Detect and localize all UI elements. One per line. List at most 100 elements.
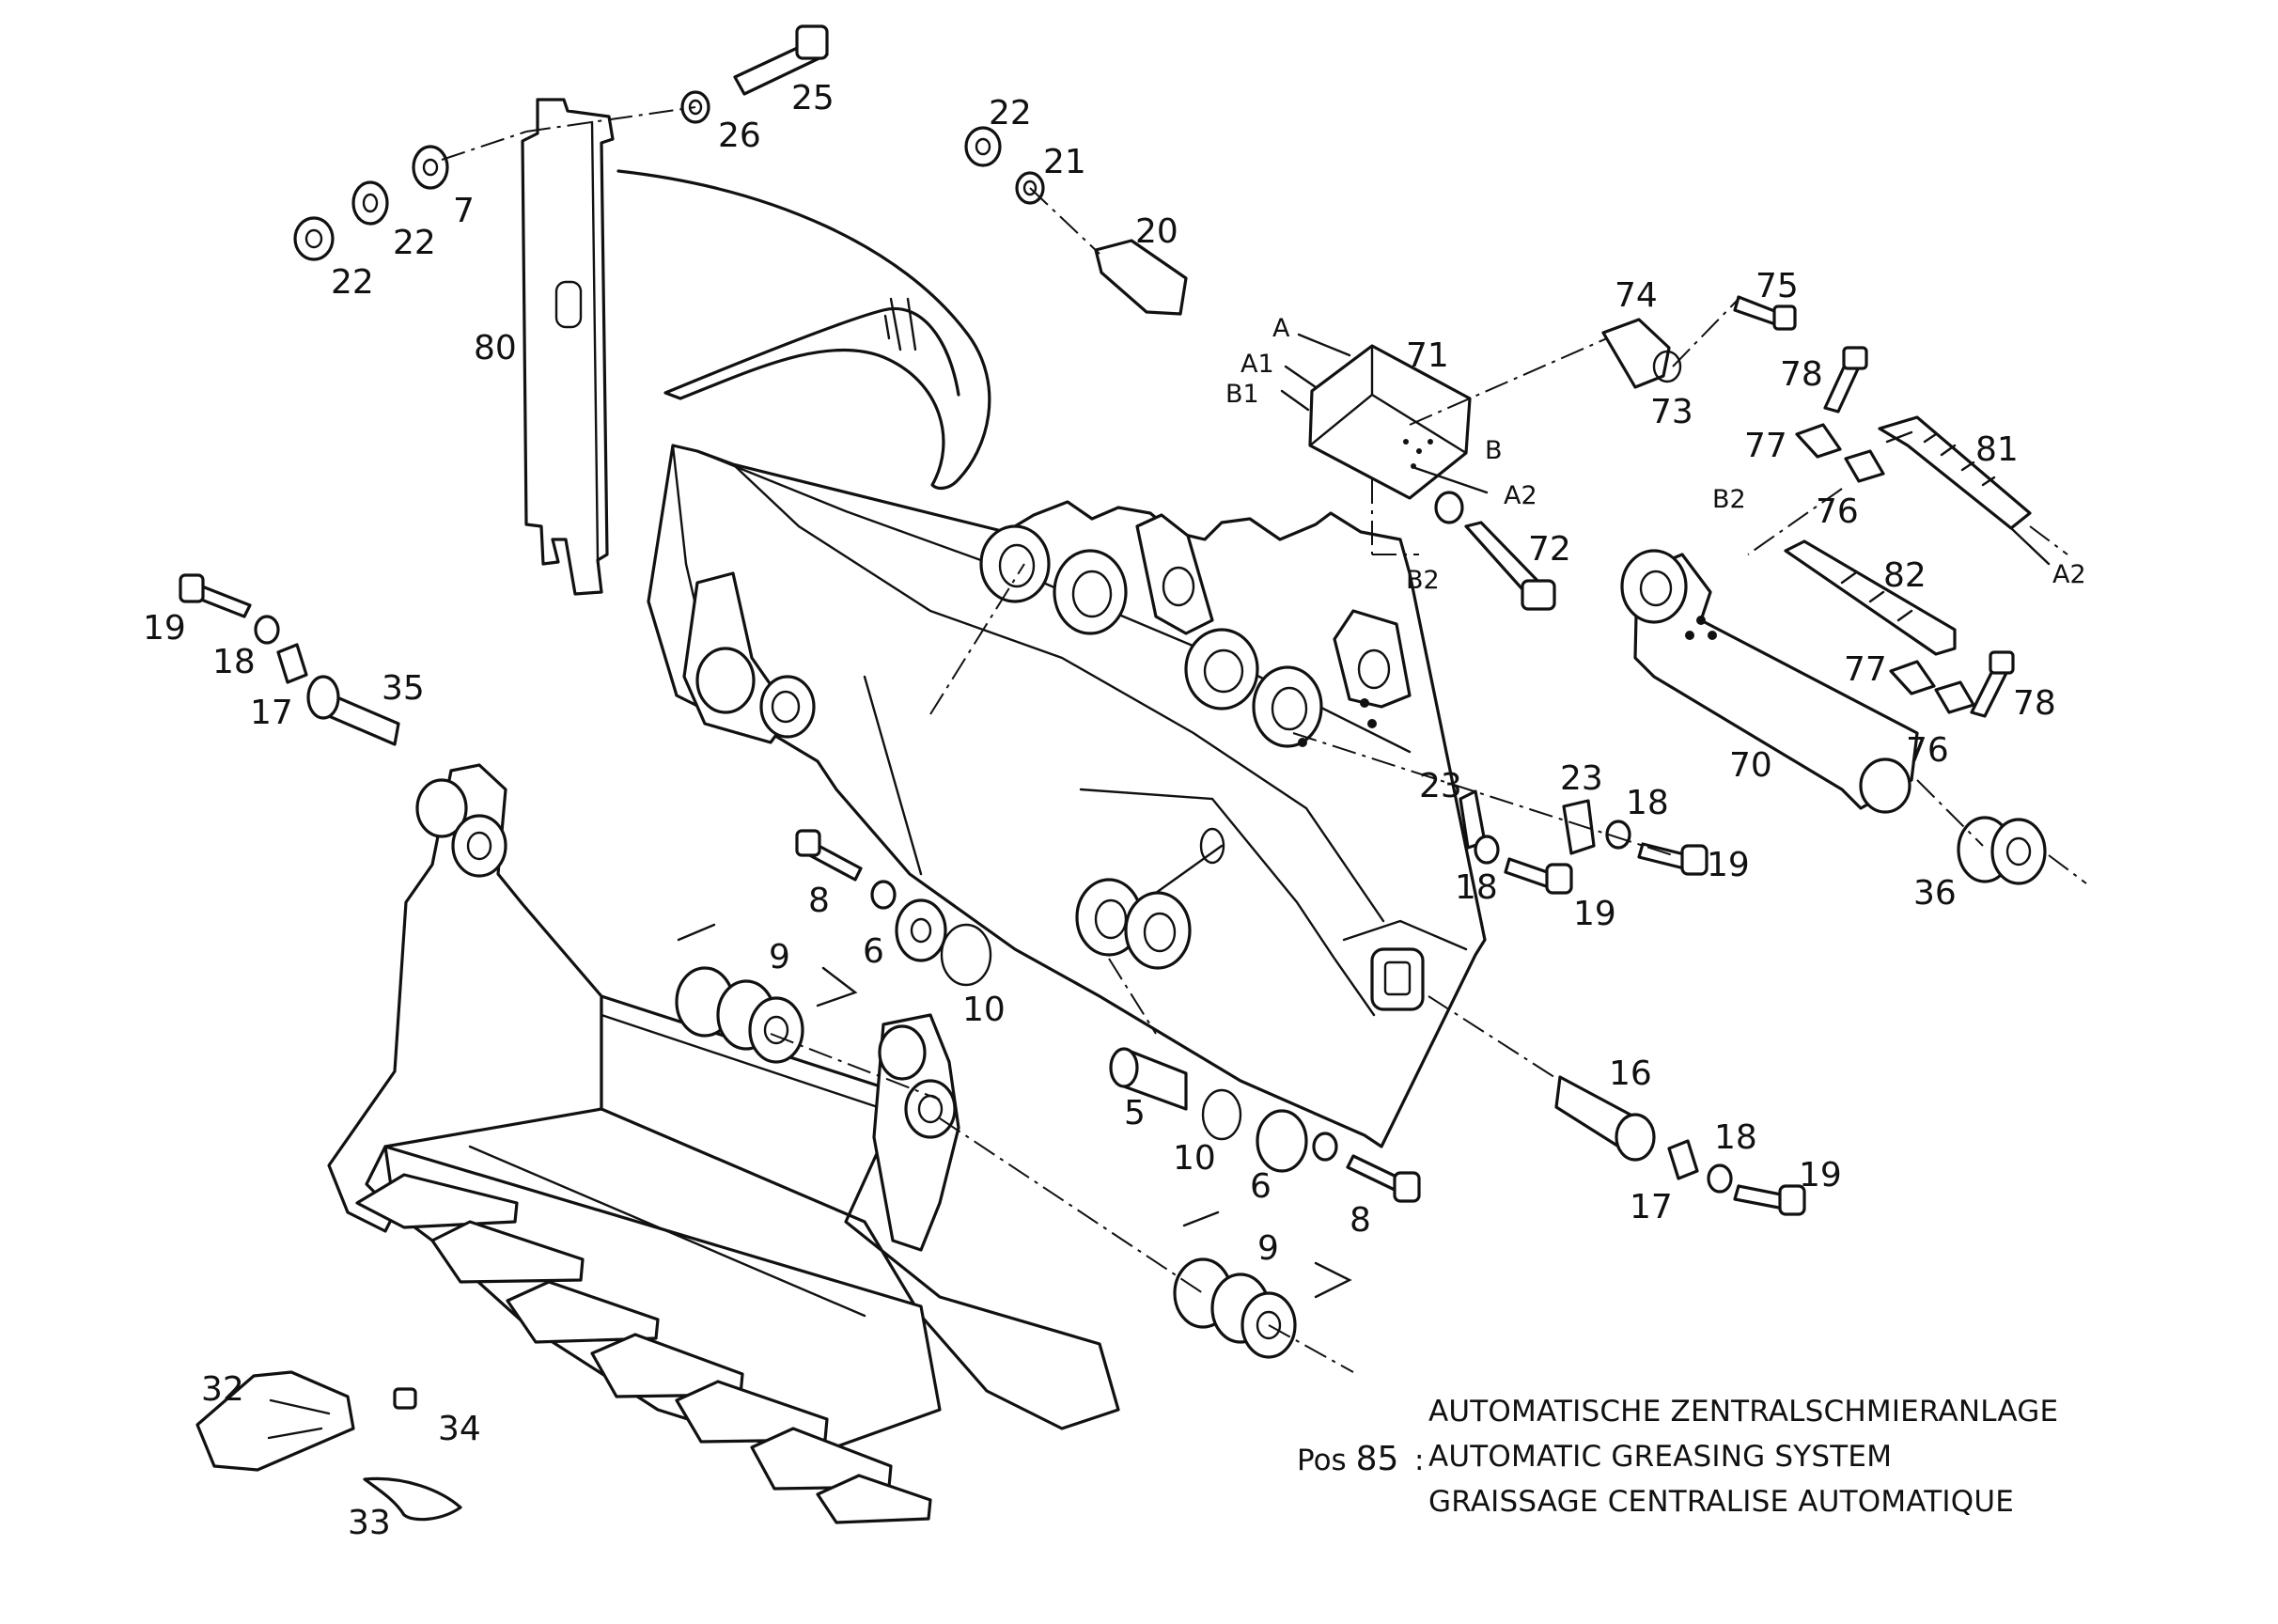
pin-35 — [306, 675, 400, 746]
callout-22: 22 — [989, 94, 1032, 133]
callout-35: 35 — [382, 669, 425, 708]
port-label-a2: A2 — [2052, 560, 2086, 589]
oring-10-lower — [1201, 1088, 1242, 1141]
bolt-25 — [733, 24, 829, 96]
callout-81: 81 — [1975, 430, 2019, 469]
callout-19: 19 — [1799, 1156, 1842, 1195]
bolt-8-lower — [1346, 1154, 1421, 1203]
callout-7: 7 — [453, 192, 475, 230]
position-prefix: Pos — [1297, 1444, 1347, 1477]
callout-21: 21 — [1043, 143, 1086, 181]
position-number: 85 — [1355, 1440, 1399, 1478]
tooth-32 — [195, 1370, 355, 1472]
port-leaders — [1280, 333, 2051, 566]
callout-17: 17 — [250, 694, 293, 732]
callout-6: 6 — [1250, 1167, 1272, 1206]
position-label: Pos 85 — [1297, 1440, 1398, 1478]
callout-32: 32 — [201, 1370, 244, 1409]
port-label-b1: B1 — [1225, 380, 1259, 409]
lock-17-right — [1667, 1139, 1699, 1180]
bushing-9-lower — [1173, 1257, 1297, 1359]
callout-8: 8 — [808, 882, 830, 920]
callout-22: 22 — [331, 263, 374, 302]
callout-16: 16 — [1609, 1054, 1652, 1093]
port-label-b: B — [1485, 436, 1503, 465]
cap-36 — [1957, 816, 2047, 885]
callout-77: 77 — [1744, 427, 1787, 465]
callout-78: 78 — [1780, 355, 1823, 394]
bushing-9-brackets — [677, 923, 1352, 1299]
callout-23: 23 — [1419, 767, 1462, 805]
bolt-72 — [1434, 491, 1556, 611]
clamp-77-upper — [1795, 423, 1885, 483]
nut-22-lower — [293, 216, 335, 261]
callout-80: 80 — [474, 329, 517, 367]
callout-19: 19 — [143, 609, 186, 648]
lock-23-right — [1562, 799, 1596, 855]
callout-18: 18 — [1714, 1118, 1757, 1157]
callout-8: 8 — [1350, 1201, 1371, 1240]
callout-70: 70 — [1729, 746, 1772, 785]
callout-22: 22 — [393, 224, 436, 262]
bolt-19-mid — [1504, 842, 1708, 895]
callout-34: 34 — [438, 1410, 481, 1448]
callout-17: 17 — [1630, 1188, 1673, 1226]
callout-72: 72 — [1528, 530, 1571, 569]
washer-18-left — [254, 615, 280, 645]
callout-19: 19 — [1573, 895, 1616, 933]
cylinder-70 — [1620, 549, 1919, 814]
legend-line-english: AUTOMATIC GREASING SYSTEM — [1428, 1440, 1893, 1474]
callout-77: 77 — [1844, 650, 1887, 689]
callout-82: 82 — [1883, 556, 1927, 595]
legend-line-german: AUTOMATISCHE ZENTRALSCHMIERANLAGE — [1428, 1395, 2059, 1429]
nut-22-top — [964, 126, 1002, 167]
bracket-74 — [1601, 318, 1671, 389]
clamp-77-lower — [1889, 660, 1975, 714]
callout-78: 78 — [2013, 684, 2056, 723]
port-label-a1: A1 — [1240, 350, 1274, 379]
hose-82 — [1784, 539, 1957, 656]
flange-6-upper — [895, 898, 947, 962]
bolt-8-upper — [795, 829, 897, 910]
oring-73 — [1652, 350, 1682, 383]
clamp-20 — [1094, 239, 1188, 316]
bolt-75 — [1733, 295, 1797, 331]
callout-76: 76 — [1816, 492, 1859, 531]
curved-shank — [616, 169, 991, 491]
port-label-a: A — [1272, 314, 1290, 343]
callout-10: 10 — [962, 991, 1006, 1029]
port-label-b2: B2 — [1712, 485, 1746, 514]
bolt-78-upper — [1823, 346, 1868, 414]
callout-25: 25 — [791, 79, 835, 117]
assembly-lines — [441, 106, 2087, 1373]
callout-18: 18 — [1455, 868, 1498, 907]
bucket — [327, 763, 1120, 1524]
hose-81 — [1878, 415, 2032, 530]
callout-9: 9 — [1257, 1229, 1279, 1268]
pin-34 — [393, 1387, 417, 1410]
callout-23: 23 — [1560, 759, 1603, 798]
legend-line-french: GRAISSAGE CENTRALISE AUTOMATIQUE — [1428, 1485, 2015, 1519]
callout-18: 18 — [212, 643, 256, 681]
lock-17-left — [276, 643, 308, 684]
bolt-78-lower — [1970, 650, 2015, 718]
callout-18: 18 — [1626, 784, 1669, 822]
callout-75: 75 — [1755, 267, 1799, 305]
callout-20: 20 — [1135, 212, 1178, 251]
retainer-33 — [363, 1476, 462, 1522]
legend: Pos 85 : AUTOMATISCHE ZENTRALSCHMIERANLA… — [1297, 1395, 2124, 1519]
bushing-9-upper — [675, 966, 804, 1064]
callout-9: 9 — [769, 938, 790, 976]
valve-block-71 — [1308, 344, 1472, 500]
nut-22-upper — [351, 180, 389, 226]
arm-body — [647, 444, 1487, 1148]
sleeve-5 — [1109, 1047, 1188, 1111]
oring-10-upper — [940, 923, 992, 987]
callout-36: 36 — [1913, 874, 1957, 913]
callout-76: 76 — [1906, 731, 1949, 770]
callout-19: 19 — [1707, 846, 1750, 884]
washer-18-mid — [1474, 820, 1631, 865]
port-label-a2: A2 — [1504, 481, 1537, 510]
port-label-b2: B2 — [1406, 566, 1440, 595]
callout-26: 26 — [718, 117, 761, 155]
